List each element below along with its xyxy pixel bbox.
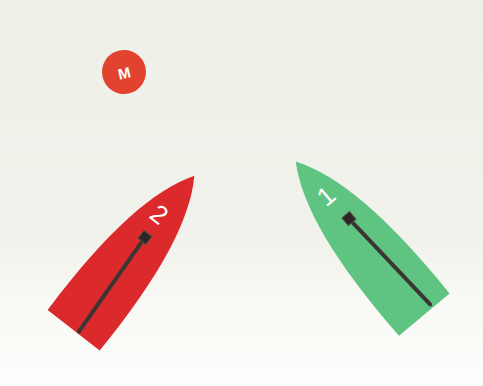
boat-hull-outline xyxy=(46,154,222,352)
boom-line xyxy=(349,214,430,309)
boom-line xyxy=(74,237,150,331)
mast-symbol xyxy=(138,230,152,244)
mark-circle xyxy=(98,46,150,98)
boat-hull: 1 xyxy=(269,139,451,337)
mast-symbol xyxy=(342,212,356,226)
boat-hull-outline xyxy=(269,139,451,337)
boat-hull: 2 xyxy=(46,154,222,352)
hull-shape xyxy=(47,155,220,350)
mark-buoy: M xyxy=(98,46,150,98)
hull-shape xyxy=(270,140,449,336)
